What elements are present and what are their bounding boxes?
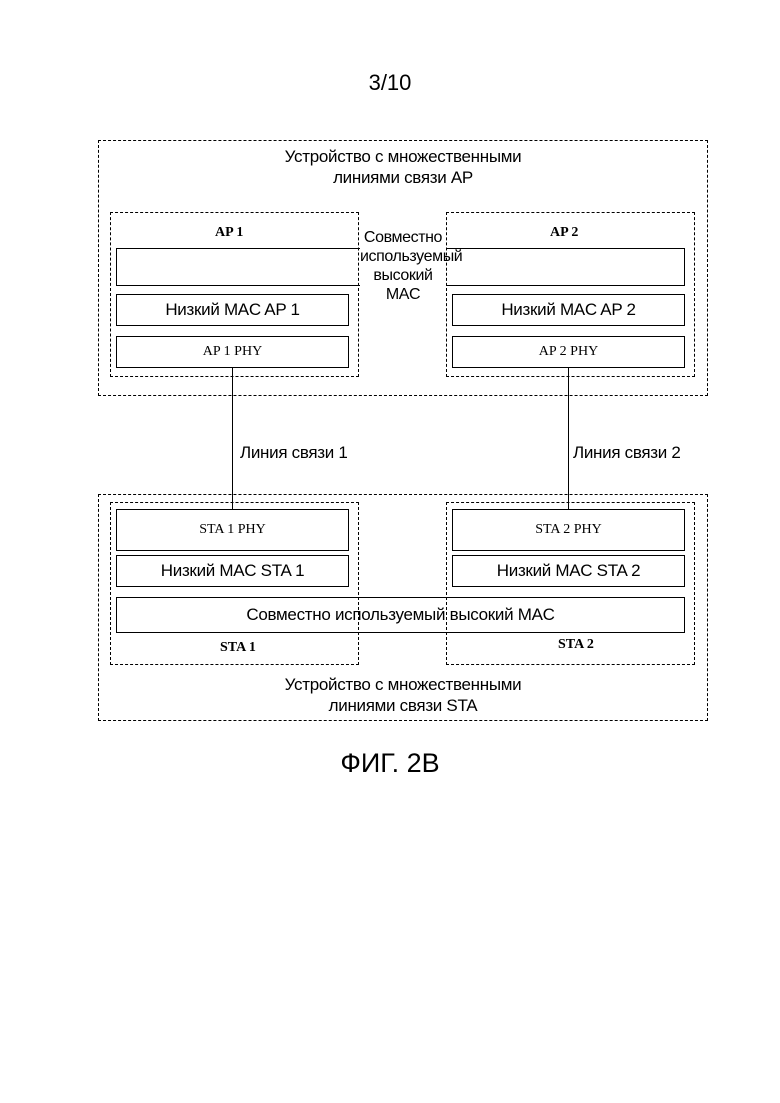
link2-label: Линия связи 2: [573, 443, 681, 463]
ap-mld-title-line1: Устройство с множественными: [98, 146, 708, 167]
ap-shared-mac-label: Совместно используемый высокий MAC: [360, 228, 446, 304]
sta1-low-mac-block: Низкий MAC STA 1: [116, 555, 349, 587]
ap1-label: AP 1: [215, 225, 243, 241]
page-number: 3/10: [0, 70, 780, 96]
ap-mld-title-line2: линиями связи AP: [98, 167, 708, 188]
sta2-low-mac-block: Низкий MAC STA 2: [452, 555, 685, 587]
ap1-phy-block: AP 1 PHY: [116, 336, 349, 368]
sta2-label: STA 2: [558, 637, 594, 653]
sta1-phy-block: STA 1 PHY: [116, 509, 349, 551]
link2-line: [568, 368, 569, 509]
ap2-phy-block: AP 2 PHY: [452, 336, 685, 368]
sta2-phy-block: STA 2 PHY: [452, 509, 685, 551]
ap-mld-title: Устройство с множественными линиями связ…: [98, 146, 708, 188]
link1-line: [232, 368, 233, 509]
ap-shared-mac-line2: используемый: [360, 247, 446, 266]
ap2-label: AP 2: [550, 225, 578, 241]
sta1-label: STA 1: [220, 640, 256, 656]
ap-shared-mac-line1: Совместно: [360, 228, 446, 247]
sta-shared-mac-block: Совместно используемый высокий MAC: [116, 597, 685, 633]
ap1-low-mac-block: Низкий MAC AP 1: [116, 294, 349, 326]
sta-mld-title-line1: Устройство с множественными: [98, 674, 708, 695]
sta-mld-title-line2: линиями связи STA: [98, 695, 708, 716]
ap2-low-mac-block: Низкий MAC AP 2: [452, 294, 685, 326]
link1-label: Линия связи 1: [240, 443, 348, 463]
ap-shared-mac-line4: MAC: [360, 285, 446, 304]
sta-mld-title: Устройство с множественными линиями связ…: [98, 674, 708, 716]
ap-shared-mac-line3: высокий: [360, 266, 446, 285]
figure-caption: ФИГ. 2B: [0, 748, 780, 779]
